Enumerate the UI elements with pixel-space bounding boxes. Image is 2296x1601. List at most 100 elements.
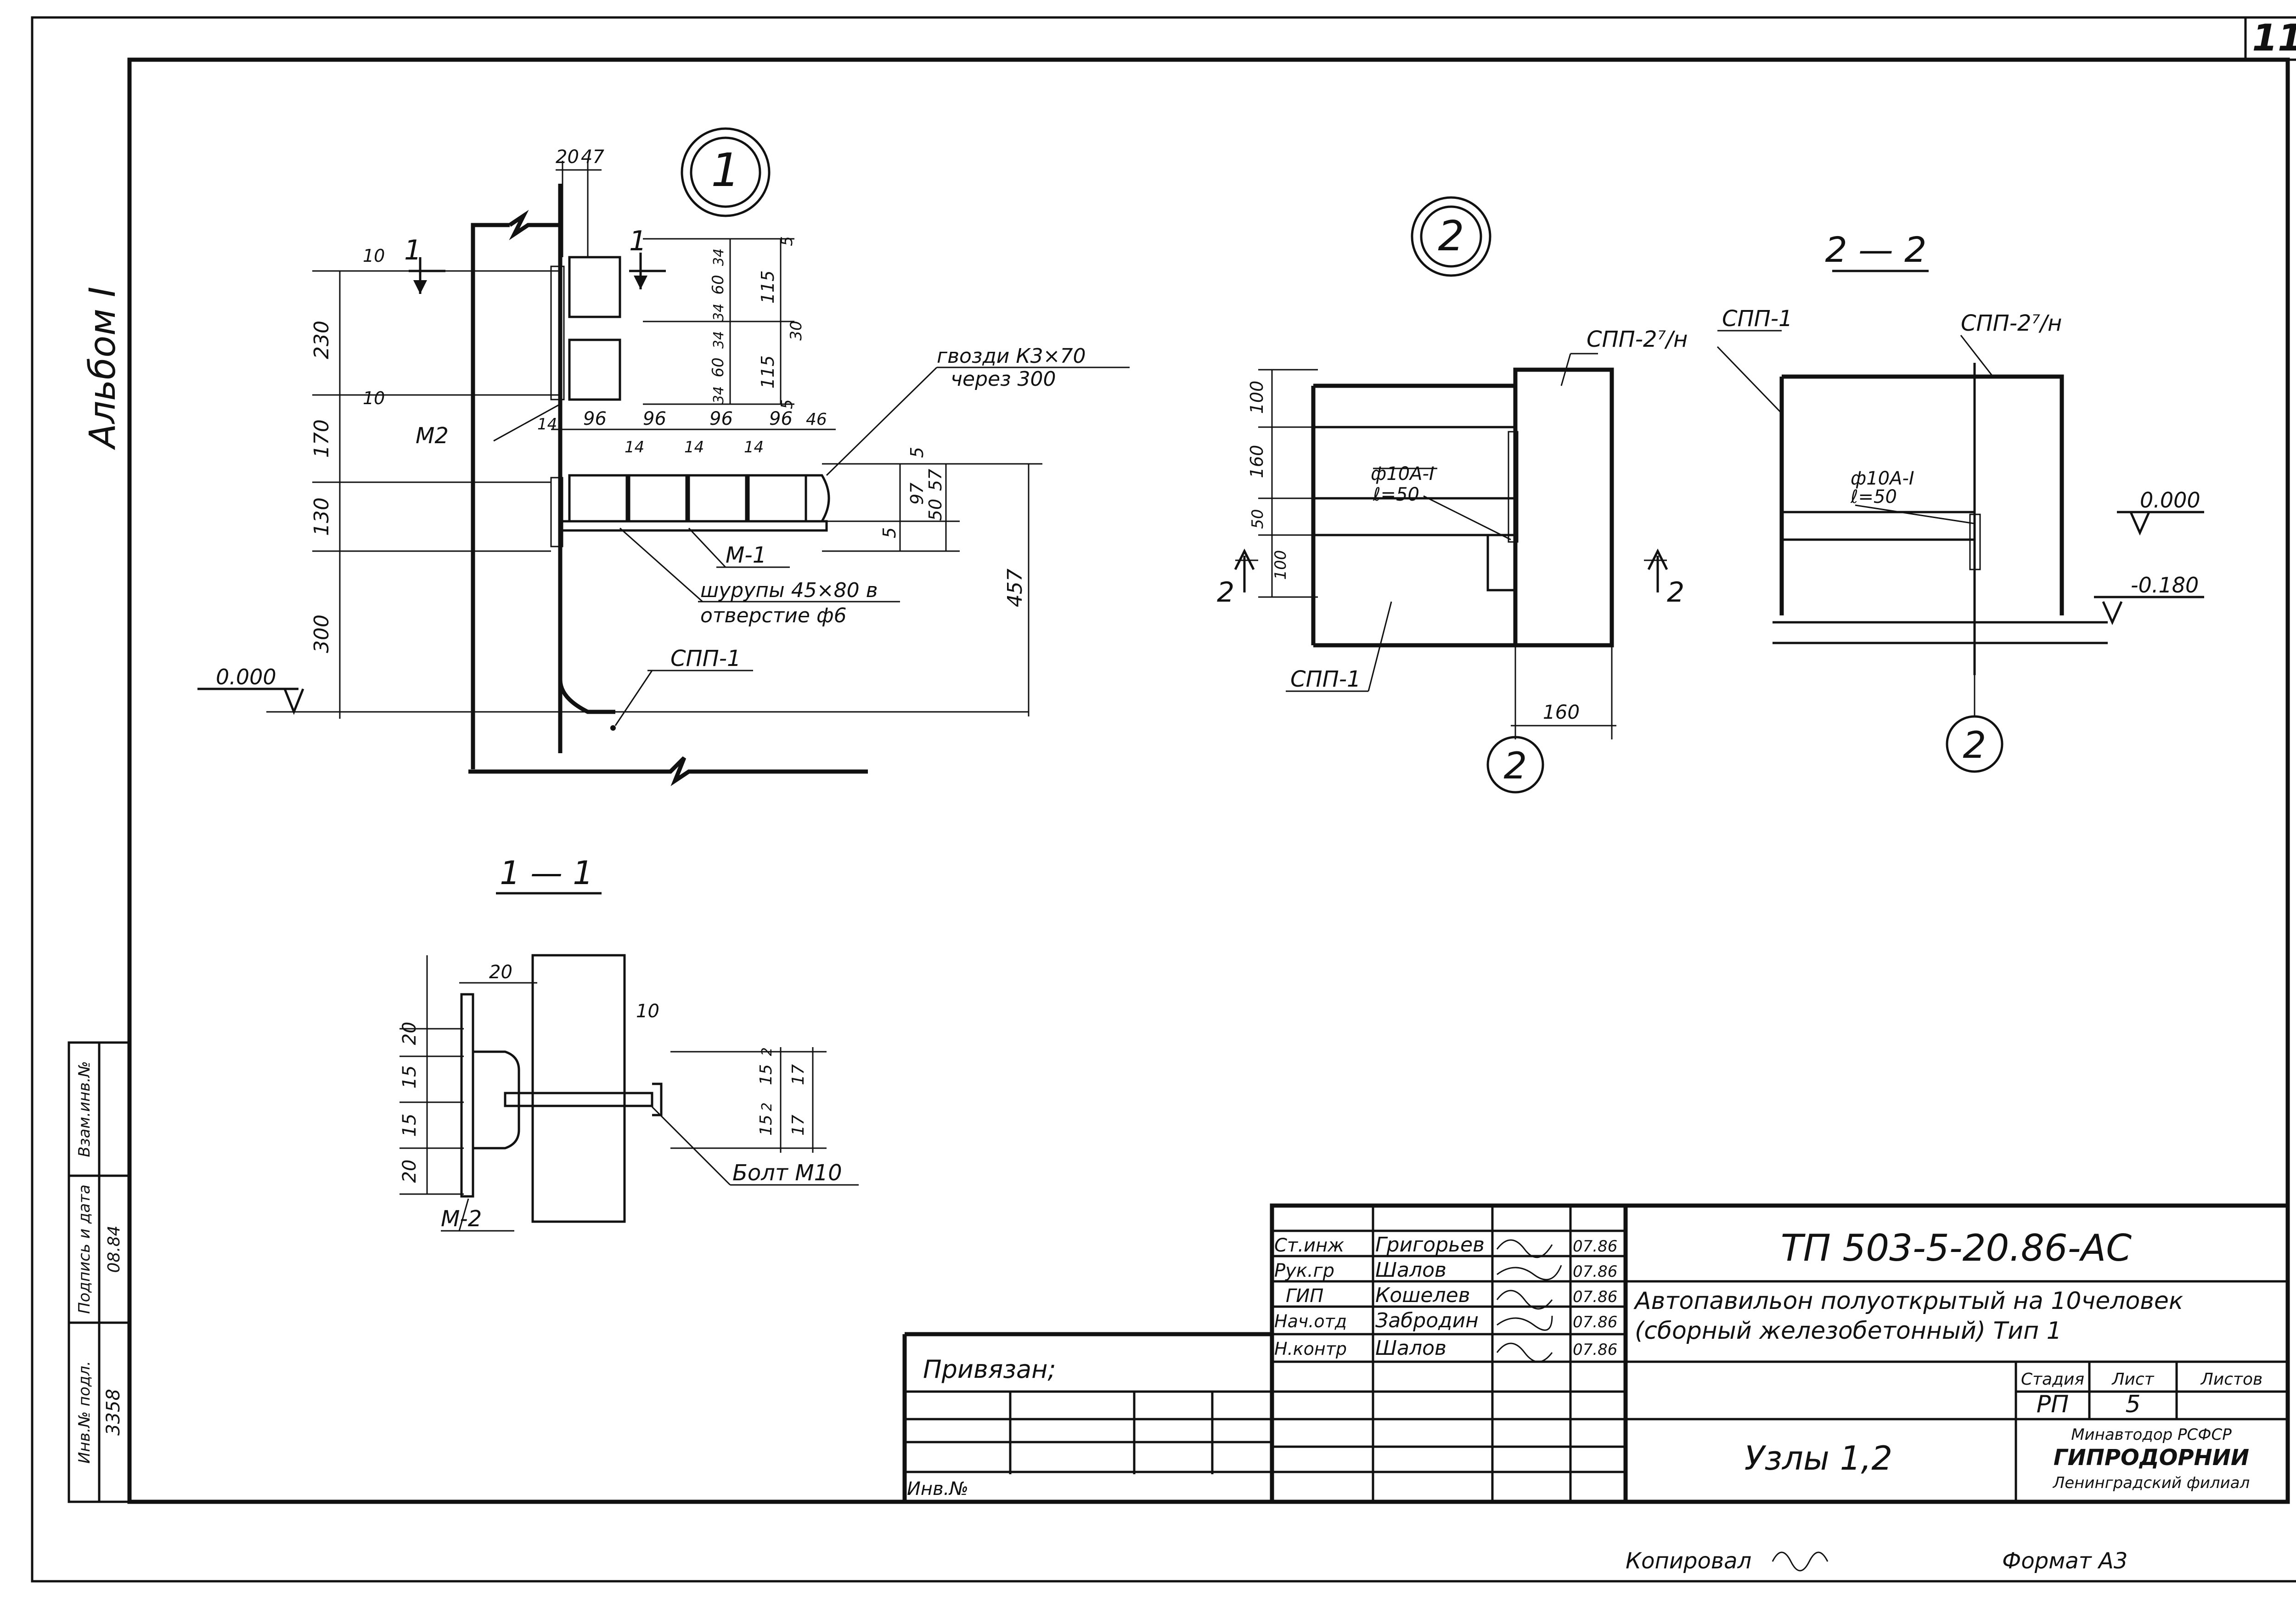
m1-plate [559,520,828,532]
org-line-2: ГИПРОДОРНИИ [2054,1445,2249,1471]
nails-label-1: гвозди К3×70 [937,344,1086,368]
privyazan: Привязан; [923,1355,1056,1384]
svg-text:Нач.отд: Нач.отд [1274,1311,1347,1331]
bolt-m10 [504,1092,653,1107]
svg-text:34: 34 [711,304,727,321]
svg-text:ℓ=50: ℓ=50 [1850,486,1897,507]
svg-text:15: 15 [399,1065,420,1089]
svg-text:115: 115 [758,271,778,304]
section-1-1-title: 1 — 1 [500,854,593,892]
section-1-1: 1 — 1 20 15 15 20 20 10 2 15 2 15 17 17 … [399,854,859,1232]
svg-text:Рук.гр: Рук.гр [1274,1260,1334,1281]
spp1-label-node2: СПП-1 [1290,666,1361,692]
node-1-marker-inner [690,136,761,208]
svg-text:2: 2 [1667,576,1684,609]
svg-text:10: 10 [363,246,385,266]
svg-text:457: 457 [1003,569,1027,607]
node-1-marker-label: 1 [711,143,740,197]
svg-text:07.86: 07.86 [1573,1263,1617,1281]
drawing-code: ТП 503-5-20.86-АС [1781,1227,2132,1269]
svg-text:Ст.инж: Ст.инж [1274,1235,1344,1256]
svg-text:96: 96 [769,408,793,429]
svg-text:34: 34 [711,386,727,404]
copied-label: Копировал [1626,1548,1751,1574]
column-outline [471,209,560,769]
section-2-2-title: 2 — 2 [1825,229,1926,270]
node-2: 2 160 2 100 160 50 100 2 2 СПП-2⁷/н [1217,196,1688,794]
svg-text:57: 57 [925,469,945,491]
level-minus: -0.180 [2131,573,2199,598]
svg-text:230: 230 [310,321,333,359]
level-node1: 0.000 [216,665,276,689]
svg-text:97: 97 [907,483,927,505]
svg-text:ГИП: ГИП [1286,1285,1323,1307]
spp1-label-node1: СПП-1 [670,646,741,671]
svg-text:Кошелев: Кошелев [1375,1284,1470,1307]
level-0: 0.000 [2140,488,2200,513]
staff-row-0: Ст.инж Григорьев 07.86 [1274,1233,1617,1257]
svg-text:1: 1 [629,225,647,257]
svg-text:5: 5 [879,527,900,538]
title-line-1: Автопавильон полуоткрытый на 10человек [1633,1287,2183,1315]
svg-text:14: 14 [744,438,764,457]
svg-text:50: 50 [925,499,945,521]
svg-text:2: 2 [1504,744,1527,787]
svg-text:07.86: 07.86 [1573,1237,1617,1256]
spp27-label-sec22: СПП-2⁷/н [1961,310,2062,336]
svg-text:Забродин: Забродин [1375,1309,1479,1332]
svg-text:15: 15 [399,1114,420,1137]
nails-label-2: через 300 [951,367,1056,391]
svg-text:5: 5 [778,236,796,246]
svg-text:115: 115 [758,355,778,389]
rebar-label-2: ℓ=50 [1373,484,1419,505]
svg-text:47: 47 [581,147,604,168]
svg-text:Н.контр: Н.контр [1274,1339,1347,1359]
rebar-label-1: ф10А-I [1371,463,1435,485]
inv-label: Инв.№ [907,1478,968,1500]
org-line-1: Минавтодор РСФСР [2071,1426,2232,1444]
node-1-marker-outer [681,127,771,217]
svg-text:14: 14 [537,415,557,434]
org-line-3: Ленинградский филиал [2052,1474,2250,1492]
node-1: 1 10 230 10 170 130 300 20 [197,127,1130,786]
svg-text:07.86: 07.86 [1573,1288,1617,1306]
svg-text:2: 2 [1963,724,1986,767]
svg-text:ф10А-I: ф10А-I [1851,468,1914,489]
svg-text:160: 160 [1543,701,1580,723]
svg-text:20: 20 [556,147,579,168]
svg-text:Инв.№ подл.: Инв.№ подл. [75,1361,94,1464]
svg-text:96: 96 [709,408,733,429]
svg-text:20: 20 [399,1022,420,1045]
side-stamp: Взам.инв.№ Подпись и дата Инв.№ подл. 08… [68,1041,131,1503]
upper-beam-2 [568,338,621,401]
deck-board-3 [687,474,748,523]
deck-board-1 [568,474,628,523]
staff-row-4: Н.контр Шалов 07.86 [1274,1336,1617,1360]
stage-header: Стадия [2021,1370,2084,1389]
sheet-frame [31,16,2296,1583]
svg-text:07.86: 07.86 [1573,1313,1617,1331]
svg-text:2: 2 [759,1102,775,1111]
svg-text:100: 100 [1247,381,1267,414]
svg-text:96: 96 [643,408,666,429]
svg-text:Взам.инв.№: Взам.инв.№ [75,1061,94,1157]
bolt-label: Болт М10 [732,1160,842,1186]
svg-text:Подпись и дата: Подпись и дата [75,1184,94,1314]
svg-text:46: 46 [806,410,827,429]
staff-row-2: ГИП Кошелев 07.86 [1286,1284,1617,1307]
svg-text:3358: 3358 [103,1389,124,1436]
svg-text:34: 34 [711,248,727,266]
svg-text:08.84: 08.84 [105,1225,124,1273]
svg-text:96: 96 [583,408,607,429]
svg-text:60: 60 [709,357,727,377]
svg-text:17: 17 [789,1115,808,1136]
sheet-title: Узлы 1,2 [1745,1439,1892,1477]
sheet-value: 5 [2125,1391,2140,1418]
svg-text:Григорьев: Григорьев [1375,1233,1485,1257]
section-2-2: 2 — 2 СПП-1 СПП-2⁷/н ф10А-I ℓ=50 0.000 -… [1716,229,2204,773]
svg-text:30: 30 [787,321,805,340]
svg-text:170: 170 [310,419,333,458]
sheets-header: Листов [2200,1370,2262,1389]
svg-text:15: 15 [757,1115,776,1136]
svg-text:2: 2 [1217,576,1234,609]
